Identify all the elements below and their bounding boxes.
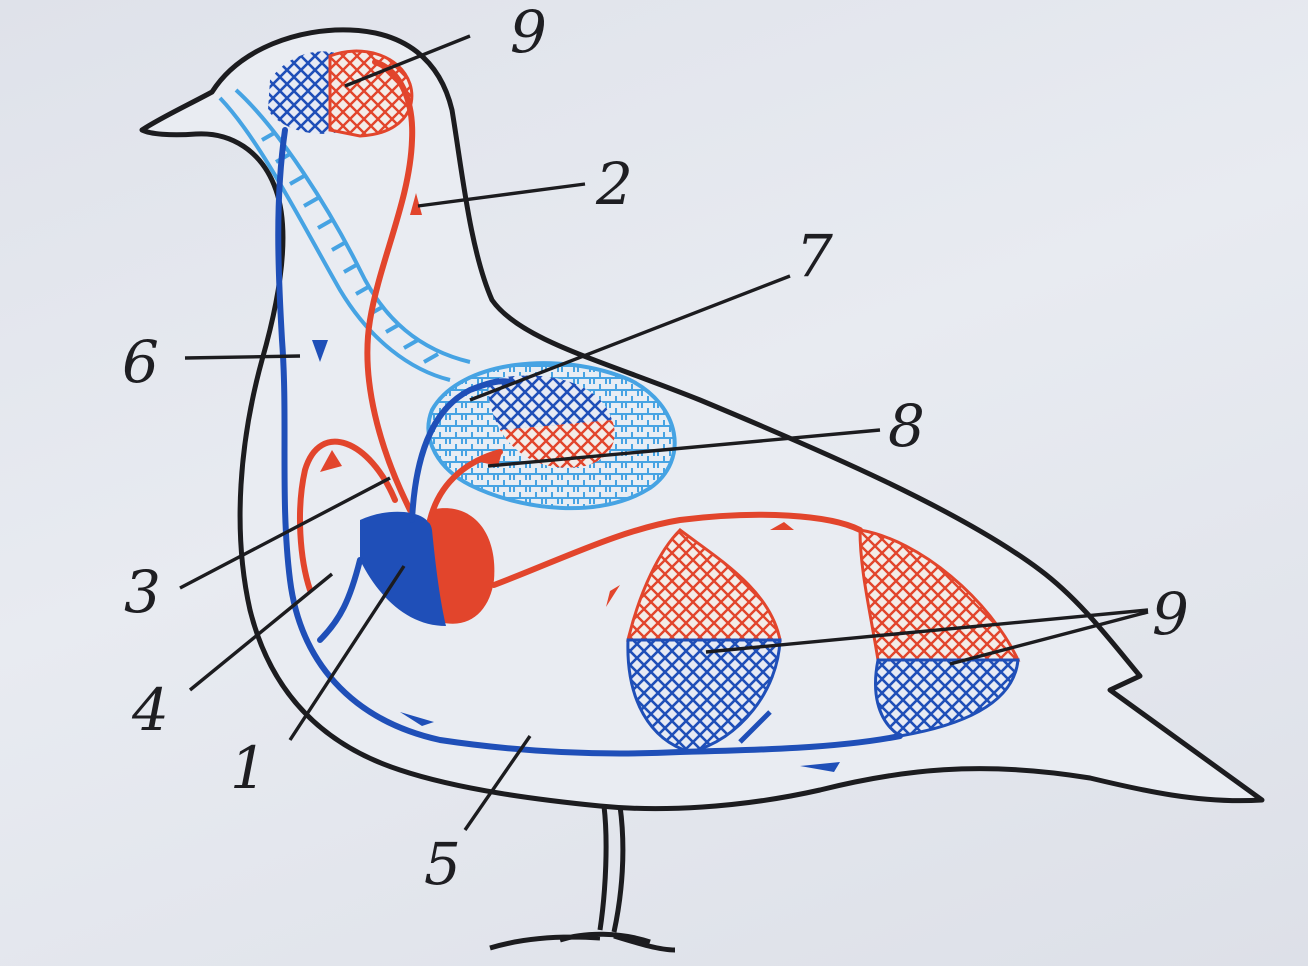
label-8: 8	[888, 392, 925, 460]
label-9-body: 9	[1152, 580, 1189, 648]
label-3: 3	[124, 558, 161, 626]
label-2: 2	[595, 150, 633, 218]
label-6: 6	[122, 328, 159, 396]
label-5: 5	[424, 830, 461, 898]
bird-leg	[490, 806, 675, 950]
leader-6	[185, 356, 300, 358]
label-9-head: 9	[510, 0, 547, 66]
label-4: 4	[131, 676, 169, 744]
label-1: 1	[230, 734, 267, 802]
label-7: 7	[796, 222, 833, 290]
